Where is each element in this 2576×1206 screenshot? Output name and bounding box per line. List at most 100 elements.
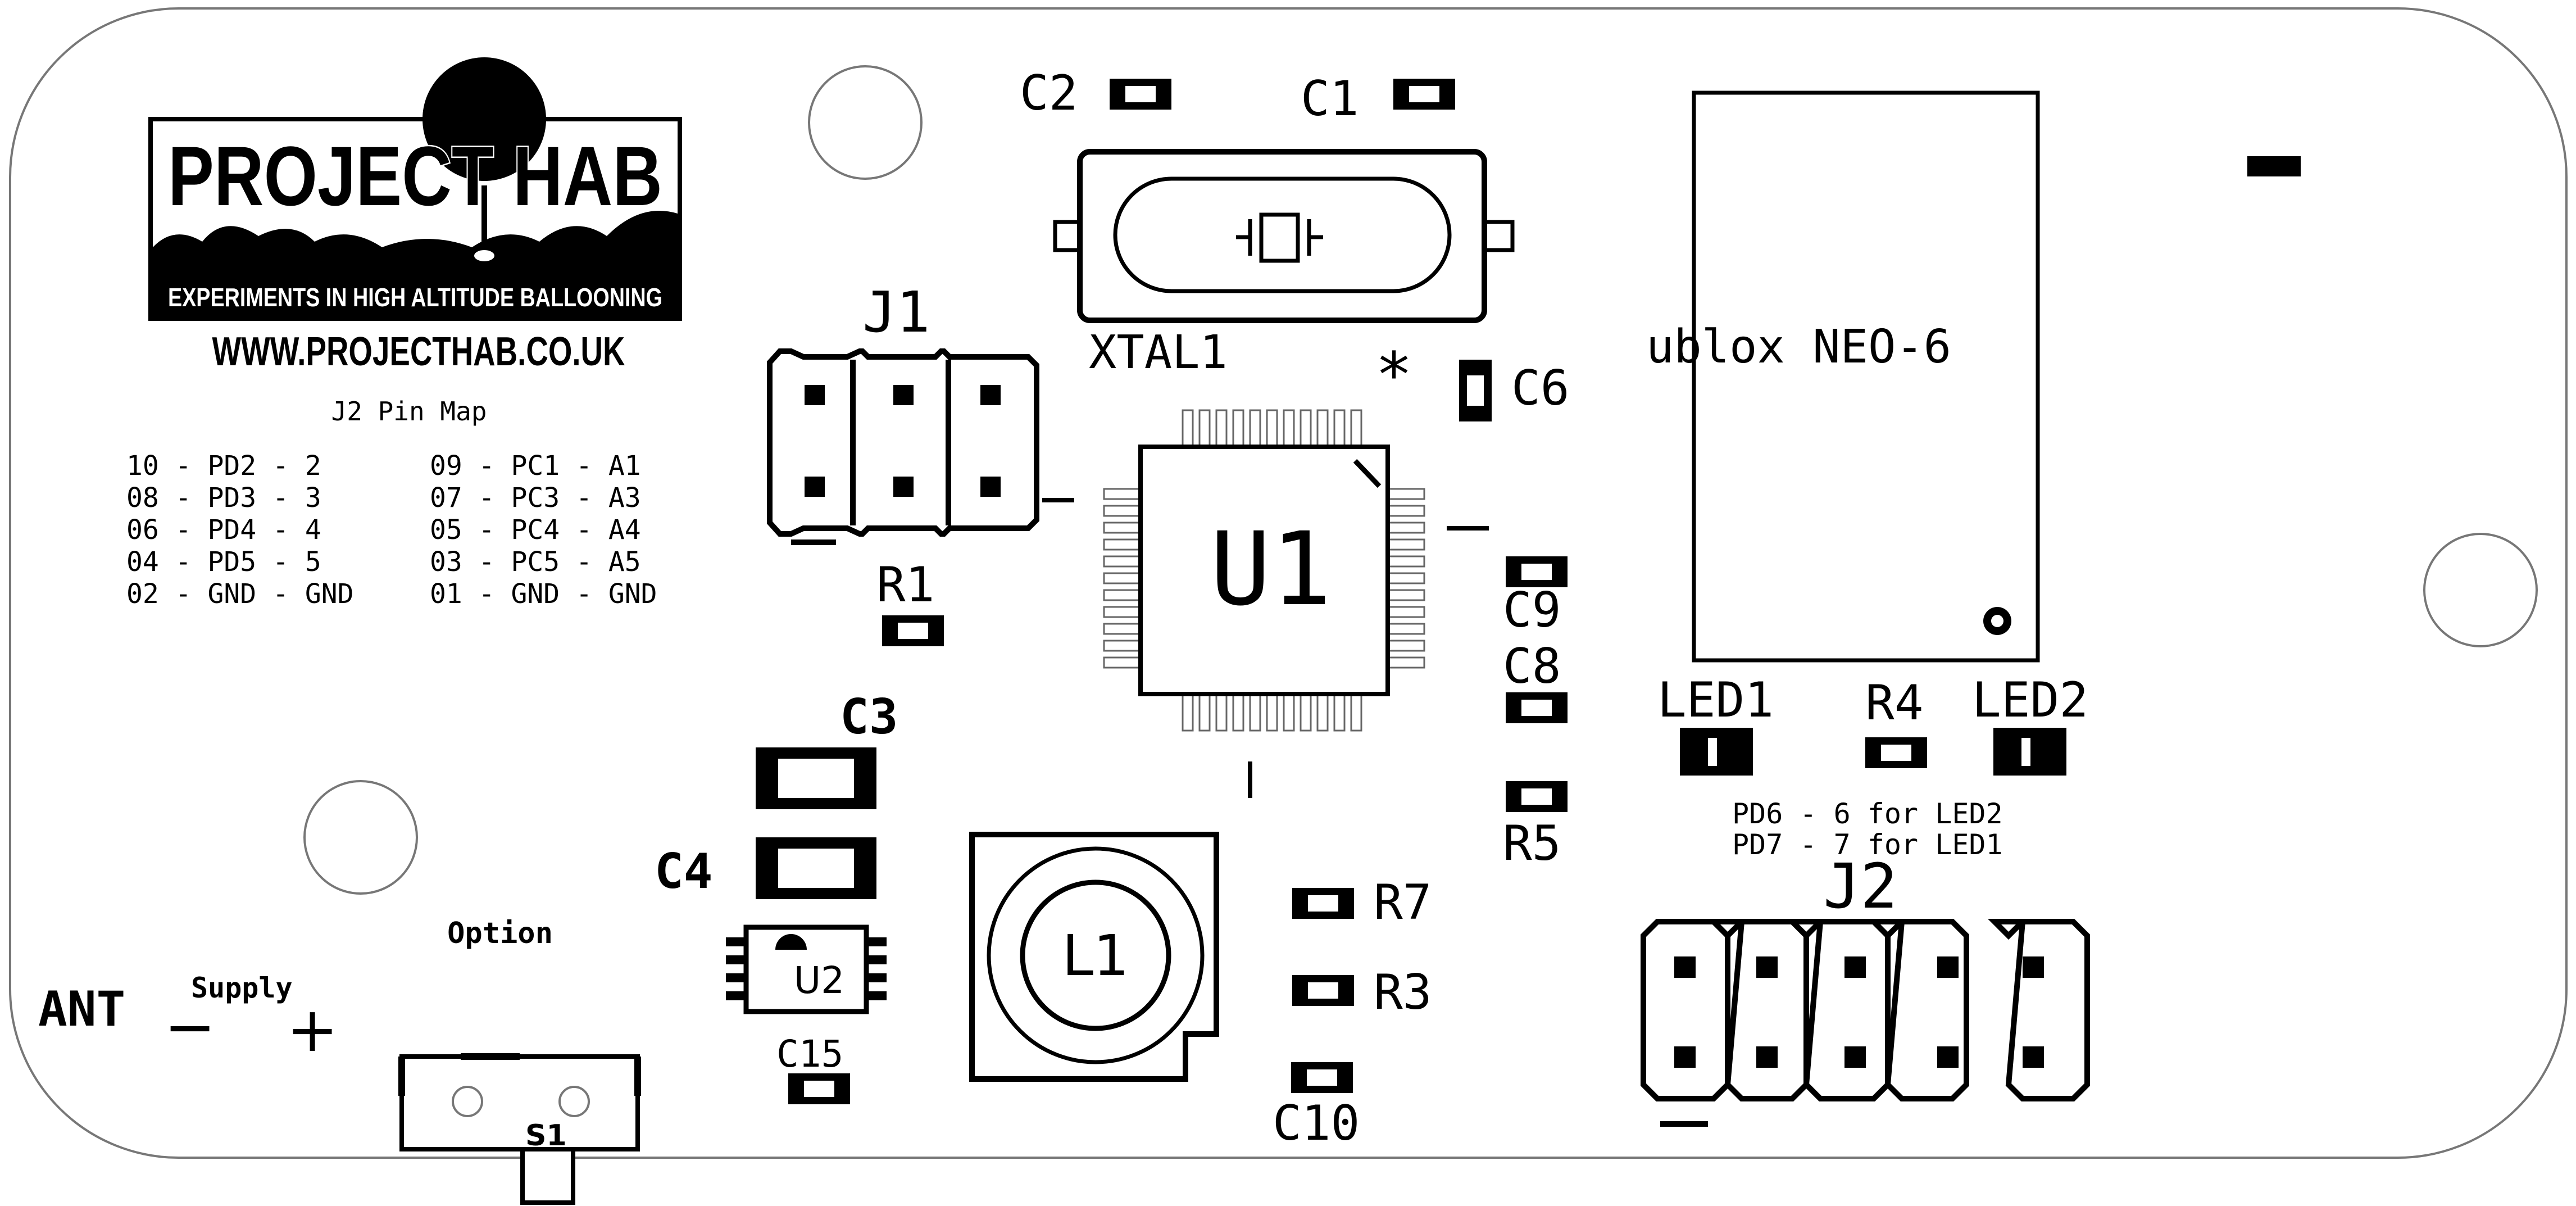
label-ant: ANT [38, 981, 125, 1037]
gps-module [1692, 90, 2040, 663]
cloud-icon [153, 211, 678, 316]
capacitor-c15 [788, 1073, 850, 1104]
pin1-asterisk-icon: * [1375, 339, 1412, 411]
resistor-r3 [1292, 975, 1354, 1006]
label-r3: R3 [1374, 964, 1432, 1021]
resistor-r7 [1292, 888, 1354, 919]
u1-pin [1103, 555, 1142, 568]
switch-s1 [398, 1053, 641, 1205]
header-j2 [1641, 919, 2090, 1101]
crystal-xtal1 [1053, 149, 1515, 323]
resistor-r1 [882, 615, 944, 646]
label-c9: C9 [1503, 582, 1561, 638]
u1-pin [1103, 572, 1142, 584]
u1-pin [1387, 589, 1425, 601]
pin-map-left-column: 10 - PD2 - 2 08 - PD3 - 3 06 - PD4 - 4 0… [126, 450, 354, 610]
led-note: PD6 - 6 for LED2 [1732, 797, 2003, 830]
u1-pin [1283, 693, 1295, 732]
label-s1: S1 [525, 1119, 567, 1153]
u1-pin [1387, 572, 1425, 584]
label-r7: R7 [1374, 874, 1432, 931]
u1-pin [1103, 623, 1142, 635]
u1-pin [1266, 409, 1278, 448]
u1-pin [1232, 409, 1244, 448]
u1-pin [1232, 693, 1244, 732]
pin-map-row: 08 - PD3 - 3 [126, 482, 321, 514]
label-c4: C4 [655, 844, 713, 900]
pin-map-row: 01 - GND - GND [430, 578, 657, 610]
label-option: Option [447, 917, 553, 950]
label-r4: R4 [1865, 675, 1924, 731]
u1-pin [1266, 693, 1278, 732]
u1-pin [1103, 640, 1142, 652]
capacitor-c1 [1393, 79, 1455, 110]
label-c6: C6 [1511, 360, 1570, 416]
u1-pin [1283, 409, 1295, 448]
u1-pin [1387, 538, 1425, 551]
mounting-hole-left [303, 780, 418, 895]
label-led1: LED1 [1657, 672, 1774, 728]
pin-map-row: 07 - PC3 - A3 [430, 482, 641, 514]
u1-pin [1333, 693, 1346, 732]
label-gps-module: ublox NEO-6 [1646, 320, 1951, 374]
capacitor-c6 [1459, 360, 1492, 421]
u1-pin [1387, 505, 1425, 517]
minus-marker [2247, 156, 2301, 176]
header-j1 [767, 348, 1039, 537]
u1-pin [1387, 640, 1425, 652]
label-supply-plus: + [287, 994, 338, 1066]
pin-map-title: J2 Pin Map [331, 396, 487, 427]
u1-pin [1387, 656, 1425, 669]
u1-pin [1316, 409, 1329, 448]
u1-pin [1103, 589, 1142, 601]
label-u1: U1 [1210, 511, 1332, 628]
label-c8: C8 [1503, 638, 1561, 695]
u1-pin [1103, 656, 1142, 669]
u1-pin [1300, 693, 1312, 732]
header-j1-pins [805, 385, 1001, 497]
label-supply: Supply [191, 972, 293, 1004]
pin-map-row: 04 - PD5 - 5 [126, 546, 321, 578]
u1-pin [1182, 409, 1194, 448]
u1-pin [1103, 505, 1142, 517]
label-supply-minus: − [164, 991, 216, 1063]
capacitor-c10 [1291, 1062, 1353, 1093]
header-j2-pins [1674, 956, 2044, 1068]
u1-pin [1350, 409, 1362, 448]
capacitor-c8 [1506, 692, 1568, 723]
ic-u2 [726, 924, 887, 1014]
mounting-hole-right [2423, 533, 2538, 647]
pin-map-row: 03 - PC5 - A5 [430, 546, 641, 578]
pin-map-row: 10 - PD2 - 2 [126, 450, 321, 482]
capacitor-c2 [1110, 79, 1171, 110]
led-led2 [1993, 728, 2066, 776]
u1-pin [1103, 538, 1142, 551]
mounting-hole-top [808, 65, 923, 180]
u1-pin [1387, 555, 1425, 568]
u1-pin [1387, 623, 1425, 635]
u1-pin [1198, 409, 1211, 448]
label-u2: U2 [794, 959, 844, 1002]
logo-tagline: EXPERIMENTS IN HIGH ALTITUDE BALLOONING [168, 283, 662, 312]
project-hab-logo: PROJECT HAB EXPERIMENTS IN HIGH ALTITUDE… [148, 57, 682, 321]
u1-pin [1249, 693, 1261, 732]
led-note: PD7 - 7 for LED1 [1732, 828, 2003, 861]
label-l1: L1 [1062, 923, 1129, 989]
label-led2: LED2 [1972, 672, 2088, 728]
balloon-icon [422, 57, 546, 181]
u1-pin [1300, 409, 1312, 448]
u1-pin [1333, 409, 1346, 448]
pin-map-row: 06 - PD4 - 4 [126, 514, 321, 546]
label-c3: C3 [840, 689, 898, 745]
label-j2: J2 [1823, 850, 1897, 922]
u1-pin [1316, 693, 1329, 732]
u1-pin [1215, 409, 1228, 448]
logo-url: WWW.PROJECTHAB.CO.UK [212, 329, 625, 374]
u1-pin [1215, 693, 1228, 732]
pin-map-row: 02 - GND - GND [126, 578, 354, 610]
capacitor-c4 [756, 837, 876, 899]
u1-pin [1387, 488, 1425, 500]
label-c10: C10 [1273, 1095, 1360, 1151]
capacitor-c9 [1506, 556, 1568, 587]
